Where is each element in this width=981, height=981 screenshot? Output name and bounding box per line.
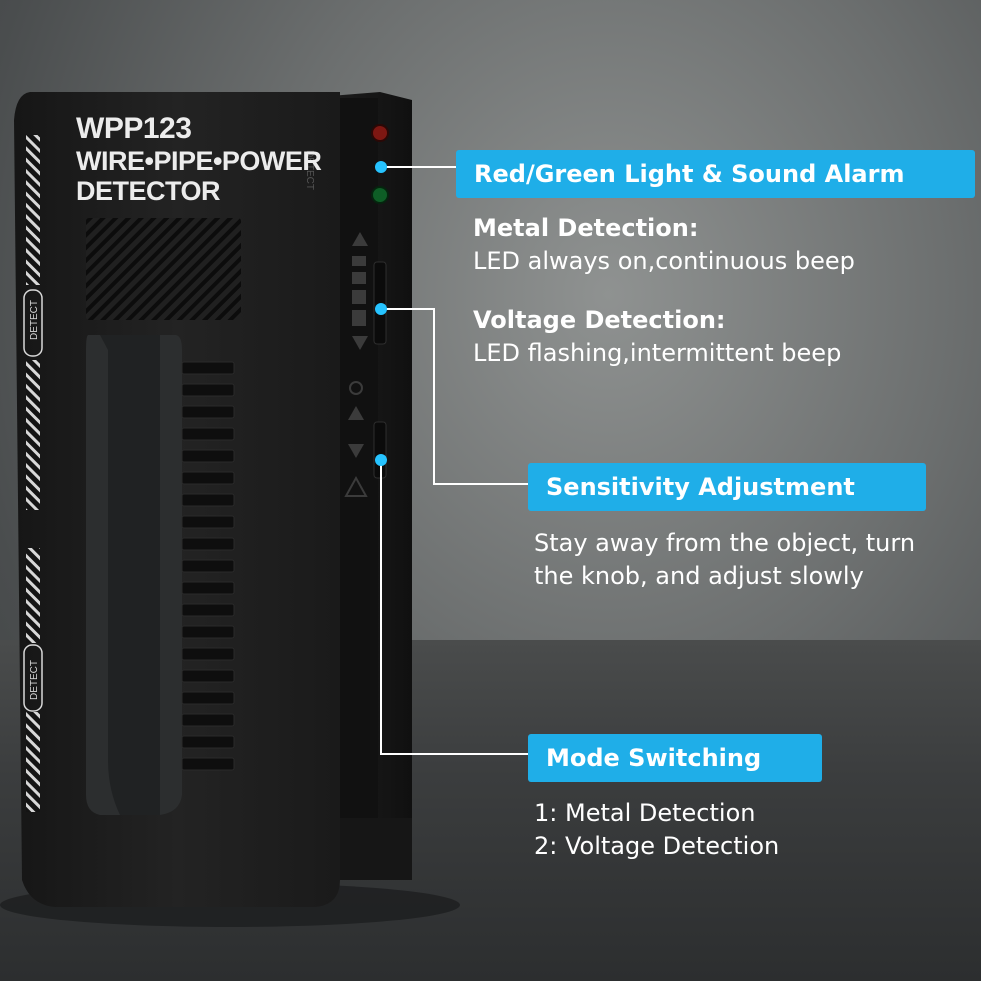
edge-stripes-middle (26, 360, 40, 510)
alarm-callout-title: Red/Green Light & Sound Alarm (456, 150, 975, 198)
red-led (371, 124, 389, 142)
panel-detect-label: DETECT (304, 150, 315, 190)
side-badge-bottom (23, 644, 43, 712)
side-panel-edge (340, 98, 378, 878)
product-name-line1: WIRE•PIPE•POWER (76, 146, 322, 176)
sensitivity-callout-title: Sensitivity Adjustment (528, 463, 926, 511)
sensitivity-knob[interactable] (373, 261, 387, 345)
bottom-step (330, 818, 412, 880)
green-led (371, 186, 389, 204)
device-branding: WPP123 WIRE•PIPE•POWER DETECTOR (76, 112, 322, 206)
pointer-lines (380, 166, 528, 755)
side-badge-top (23, 289, 43, 357)
handle-inner-shadow (100, 335, 160, 815)
edge-stripes-top (26, 135, 40, 285)
grip-ridges (181, 361, 235, 771)
pointer-dots (375, 161, 387, 466)
voltage-detection-text: LED flashing,intermittent beep (473, 339, 842, 367)
edge-stripes-bottom (26, 712, 40, 812)
mode-text-line2: 2: Voltage Detection (534, 832, 780, 860)
edge-stripes-lower (26, 548, 40, 643)
metal-detection-heading: Metal Detection: (473, 214, 699, 242)
sensitivity-scale (352, 232, 368, 350)
mode-callout-title: Mode Switching (528, 734, 822, 782)
mode-text-line1: 1: Metal Detection (534, 799, 756, 827)
product-name-line2: DETECTOR (76, 176, 221, 206)
side-label-top: DETECT (29, 300, 40, 340)
voltage-detection-heading: Voltage Detection: (473, 306, 726, 334)
mode-scale (344, 381, 368, 497)
speaker-grille (86, 218, 241, 320)
side-label-bottom: DETECT (29, 660, 40, 700)
model-name: WPP123 (76, 112, 192, 145)
sensitivity-text-line1: Stay away from the object, turn (534, 529, 916, 557)
metal-detection-text: LED always on,continuous beep (473, 247, 855, 275)
sensitivity-text-line2: the knob, and adjust slowly (534, 562, 864, 590)
